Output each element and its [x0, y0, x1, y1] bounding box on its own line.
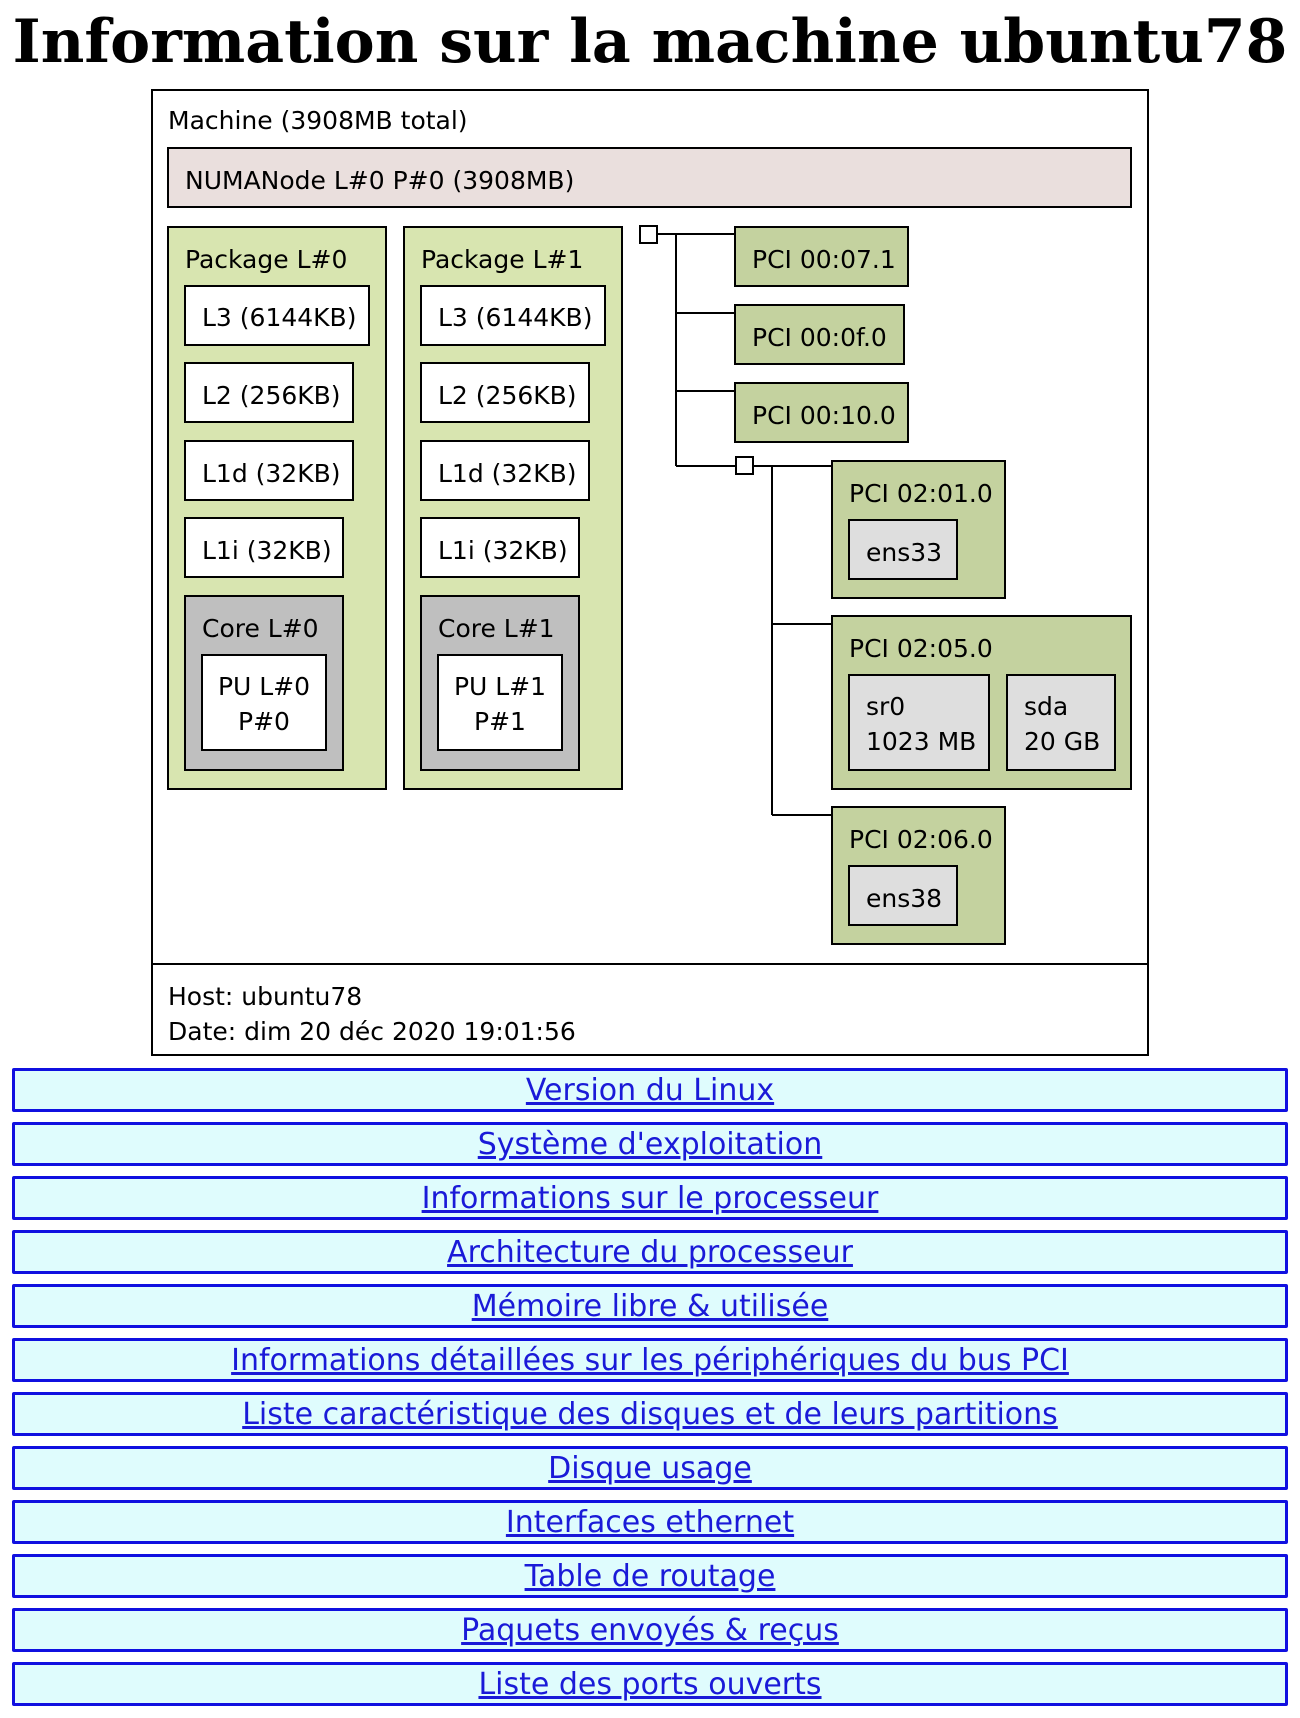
link-disques-partitions-text[interactable]: Liste caractéristique des disques et de …	[242, 1396, 1058, 1432]
l2-cache-box	[184, 362, 354, 423]
link-memoire[interactable]: Mémoire libre & utilisée	[12, 1284, 1288, 1328]
l2-cache-label: L2 (256KB)	[438, 381, 577, 410]
l3-cache-label: L3 (6144KB)	[202, 303, 356, 332]
os-device-label: sr0	[866, 692, 905, 721]
os-device-size: 1023 MB	[866, 727, 976, 756]
l2-cache-label: L2 (256KB)	[202, 381, 341, 410]
link-version-linux-text[interactable]: Version du Linux	[525, 1072, 775, 1108]
link-ports-ouverts[interactable]: Liste des ports ouverts	[12, 1662, 1288, 1706]
link-architecture-processeur[interactable]: Architecture du processeur	[12, 1230, 1288, 1274]
link-peripheriques-pci-text[interactable]: Informations détaillées sur les périphér…	[231, 1342, 1069, 1378]
pu-label: PU L#0	[218, 672, 310, 701]
pci-bridge-square	[735, 456, 754, 475]
l1d-cache-label: L1d (32KB)	[438, 459, 577, 488]
date-label: Date: dim 20 déc 2020 19:01:56	[168, 1017, 576, 1046]
link-interfaces-ethernet[interactable]: Interfaces ethernet	[12, 1500, 1288, 1544]
pci-device-box	[734, 226, 909, 287]
core-label: Core L#0	[202, 614, 319, 643]
l3-cache-box	[184, 285, 370, 346]
os-device-box	[848, 674, 990, 771]
pci-device-label: PCI 02:05.0	[849, 634, 993, 663]
l1i-cache-box	[184, 517, 344, 578]
l1i-cache-label: L1i (32KB)	[438, 536, 568, 565]
machine-label: Machine (3908MB total)	[168, 106, 468, 135]
l1i-cache-box	[420, 517, 580, 578]
numanode-label: NUMANode L#0 P#0 (3908MB)	[185, 166, 574, 195]
link-systeme-exploitation-text[interactable]: Système d'exploitation	[477, 1126, 823, 1162]
core-label: Core L#1	[438, 614, 555, 643]
pci-device-label: PCI 02:01.0	[849, 479, 993, 508]
l1d-cache-box	[184, 440, 354, 501]
l3-cache-label: L3 (6144KB)	[438, 303, 592, 332]
link-paquets-text[interactable]: Paquets envoyés & reçus	[461, 1612, 839, 1648]
pu-box	[437, 654, 563, 751]
pu-box	[201, 654, 327, 751]
os-device-label: ens38	[866, 884, 942, 913]
pci-device-label: PCI 00:0f.0	[752, 323, 887, 352]
package-0: Package L#0 L3 (6144KB) L2 (256KB) L1d (…	[167, 226, 387, 790]
pci-device-box	[734, 304, 905, 365]
pu-physical-label: P#1	[474, 707, 526, 736]
package-label: Package L#0	[185, 245, 347, 274]
pu-physical-label: P#0	[238, 707, 290, 736]
host-label: Host: ubuntu78	[168, 982, 362, 1011]
package-1: Package L#1 L3 (6144KB) L2 (256KB) L1d (…	[403, 226, 623, 790]
link-informations-processeur-text[interactable]: Informations sur le processeur	[421, 1180, 879, 1216]
page-title: Information sur la machine ubuntu78	[12, 7, 1288, 77]
l1d-cache-box	[420, 440, 590, 501]
os-device-box	[848, 519, 958, 580]
pci-device-label: PCI 02:06.0	[849, 825, 993, 854]
link-ports-ouverts-text[interactable]: Liste des ports ouverts	[478, 1666, 822, 1702]
link-architecture-processeur-text[interactable]: Architecture du processeur	[447, 1234, 853, 1270]
topology-diagram: Machine (3908MB total) NUMANode L#0 P#0 …	[151, 89, 1149, 1062]
link-paquets[interactable]: Paquets envoyés & reçus	[12, 1608, 1288, 1652]
l1d-cache-label: L1d (32KB)	[202, 459, 341, 488]
link-memoire-text[interactable]: Mémoire libre & utilisée	[471, 1288, 829, 1324]
os-device-box	[1006, 674, 1116, 771]
pci-device-label: PCI 00:10.0	[752, 401, 896, 430]
pci-device-label: PCI 00:07.1	[752, 245, 896, 274]
link-table-routage[interactable]: Table de routage	[12, 1554, 1288, 1598]
pci-bridge-square	[639, 225, 658, 244]
l3-cache-box	[420, 285, 606, 346]
l2-cache-box	[420, 362, 590, 423]
link-table-routage-text[interactable]: Table de routage	[524, 1558, 776, 1594]
link-disque-usage-text[interactable]: Disque usage	[548, 1450, 752, 1486]
os-device-label: ens33	[866, 538, 942, 567]
pci-tree-connectors	[658, 233, 832, 816]
link-informations-processeur[interactable]: Informations sur le processeur	[12, 1176, 1288, 1220]
l1i-cache-label: L1i (32KB)	[202, 536, 332, 565]
numanode-box	[167, 147, 1132, 208]
link-peripheriques-pci[interactable]: Informations détaillées sur les périphér…	[12, 1338, 1288, 1382]
os-device-label: sda	[1024, 692, 1068, 721]
pu-label: PU L#1	[454, 672, 546, 701]
link-version-linux[interactable]: Version du Linux	[12, 1068, 1288, 1112]
os-device-box	[848, 865, 958, 926]
link-systeme-exploitation[interactable]: Système d'exploitation	[12, 1122, 1288, 1166]
link-disque-usage[interactable]: Disque usage	[12, 1446, 1288, 1490]
link-interfaces-ethernet-text[interactable]: Interfaces ethernet	[505, 1504, 795, 1540]
package-label: Package L#1	[421, 245, 583, 274]
pci-device-box	[734, 382, 909, 443]
link-disques-partitions[interactable]: Liste caractéristique des disques et de …	[12, 1392, 1288, 1436]
info-links-list: Version du Linux Système d'exploitation …	[12, 1068, 1288, 1716]
os-device-size: 20 GB	[1024, 727, 1100, 756]
